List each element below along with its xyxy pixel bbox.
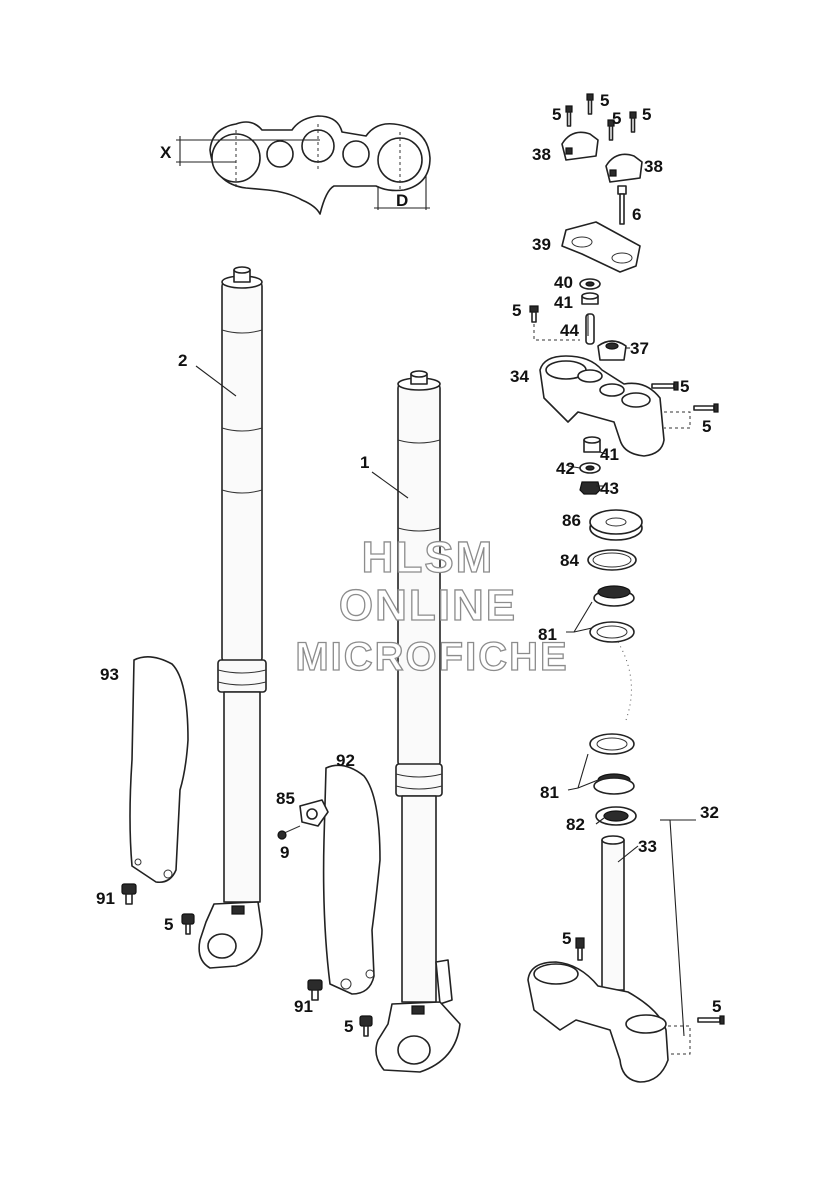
leader-lines [195,314,696,1037]
lower-triple-clamp-32 [527,835,725,1083]
seal-86 [589,509,643,541]
handlebar-clamp-bolts [565,93,637,141]
watermark-line-1: HLSM [362,533,495,582]
label-34: 34 [510,367,529,386]
label-38: 38 [532,145,551,164]
label-5: 5 [642,105,651,124]
label-38: 38 [644,157,663,176]
fork-leg-2 [198,266,267,969]
label-5: 5 [612,109,621,128]
label-40: 40 [554,273,573,292]
label-92: 92 [336,751,355,770]
bolt-5-upper-clamp [529,305,580,341]
label-5: 5 [702,417,711,436]
label-81: 81 [540,783,559,802]
label-39: 39 [532,235,551,254]
bearing-81-lower [589,733,635,795]
label-86: 86 [562,511,581,530]
upper-triple-clamp-34 [539,355,719,457]
watermark: HLSM ONLINE MICROFICHE [295,532,568,679]
label-85: 85 [276,789,295,808]
brake-line-clamp-85 [277,799,329,840]
triple-clamp-detail: X D [160,115,431,215]
part-labels: 5 5 5 5 38 38 6 39 40 41 5 44 37 34 5 5 … [96,91,721,1036]
label-9: 9 [280,843,289,862]
label-5: 5 [680,377,689,396]
label-33: 33 [638,837,657,856]
washers-40-41 [579,278,601,345]
label-5: 5 [512,301,521,320]
handlebar-clamp-38-left [561,131,599,161]
bolt-5-left [181,913,195,935]
dimension-d-label: D [396,191,408,210]
seal-82 [595,806,637,826]
bolt-6 [617,185,627,225]
dust-seal-84 [587,549,637,571]
label-41: 41 [600,445,619,464]
label-42: 42 [556,459,575,478]
label-44: 44 [560,321,579,340]
label-91: 91 [294,997,313,1016]
label-43: 43 [600,479,619,498]
fork-leg-1 [375,370,461,1073]
label-2: 2 [178,351,187,370]
bolt-5-center [359,1015,373,1037]
clamp-base-39 [561,221,641,273]
label-82: 82 [566,815,585,834]
label-5: 5 [562,929,571,948]
stem-nut-37 [597,340,627,361]
label-5: 5 [164,915,173,934]
fork-guard-93 [129,656,189,884]
label-1: 1 [360,453,369,472]
label-5: 5 [712,997,721,1016]
handlebar-clamp-38-right [605,153,643,183]
label-41: 41 [554,293,573,312]
fork-guard-92 [322,764,381,995]
label-84: 84 [560,551,579,570]
watermark-line-2: ONLINE [339,581,517,630]
label-5: 5 [344,1017,353,1036]
watermark-line-3: MICROFICHE [295,635,568,679]
dimension-x-label: X [160,143,172,162]
label-6: 6 [632,205,641,224]
label-5: 5 [552,105,561,124]
label-32: 32 [700,803,719,822]
label-37: 37 [630,339,649,358]
bearing-81-upper [589,585,635,721]
label-93: 93 [100,665,119,684]
label-81: 81 [538,625,557,644]
washers-41-42-nut-43 [579,436,601,495]
label-91: 91 [96,889,115,908]
label-5: 5 [600,91,609,110]
bolt-91-center [307,979,323,1001]
bolt-91-left [121,883,137,905]
